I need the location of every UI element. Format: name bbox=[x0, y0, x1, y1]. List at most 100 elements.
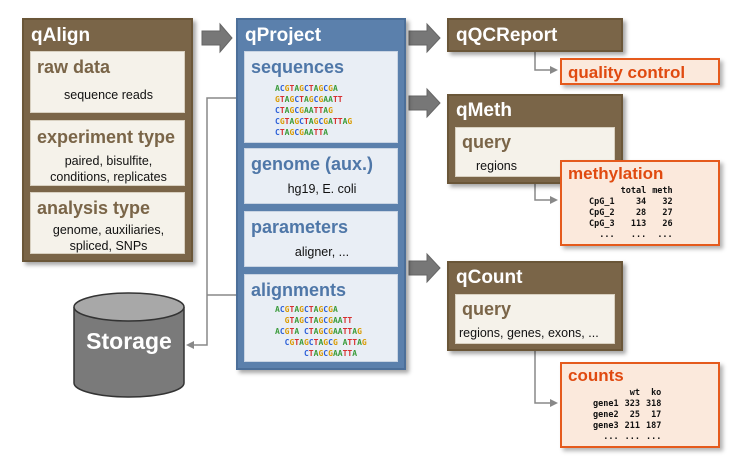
sequences-list: ACGTAGCTAGCGA GTAGCTAGCGAATT CTAGCGAATTAG C… bbox=[275, 83, 352, 138]
experiment-type-line-2: conditions, replicates bbox=[50, 170, 167, 184]
qproject-box: qProject sequences ACGTAGCTAGCGA GTAGCTAG… bbox=[236, 18, 406, 370]
alignment-line-4: CGTAGCTAGCG ATTAG bbox=[284, 338, 367, 347]
methylation-title: methylation bbox=[568, 164, 664, 183]
experiment-type-heading: experiment type bbox=[37, 127, 176, 147]
sequence-line-5: CTAGCGAATTA bbox=[275, 128, 329, 137]
methylation-row: ......... bbox=[586, 230, 676, 241]
counts-title: counts bbox=[568, 366, 624, 385]
qproject-title: qProject bbox=[245, 25, 322, 46]
counts-cell: 211 bbox=[624, 421, 640, 431]
quality-control-label: quality control bbox=[568, 63, 686, 82]
methylation-cell: 27 bbox=[662, 208, 673, 218]
qalign-box: qAlign raw data sequence reads experimen… bbox=[22, 18, 193, 262]
alignment-line-2: GTAGCTAGCGAATT bbox=[284, 316, 353, 325]
alignment-line-1: ACGTAGCTAGCGA bbox=[275, 305, 338, 314]
methylation-row: CpG_1 34 32 bbox=[586, 197, 676, 208]
counts-header-cell bbox=[590, 388, 622, 399]
counts-row: ......... bbox=[590, 432, 664, 443]
arrow-qproject-qcount bbox=[408, 252, 441, 284]
sequence-line-1: ACGTAGCTAGCGA bbox=[275, 84, 338, 93]
qcount-query-text: regions, genes, exons, ... bbox=[459, 326, 599, 340]
qmeth-title: qMeth bbox=[456, 100, 512, 121]
alignments-heading: alignments bbox=[251, 280, 347, 300]
analysis-type-line-1: genome, auxiliaries, bbox=[52, 223, 165, 237]
counts-cell: gene2 bbox=[593, 410, 619, 420]
qcount-query-heading: query bbox=[462, 299, 512, 319]
meth-arrowhead bbox=[550, 196, 558, 204]
counts-cell: gene3 bbox=[593, 421, 619, 431]
parameters-text: aligner, ... bbox=[294, 245, 350, 259]
methylation-cell: ... bbox=[630, 230, 647, 240]
meth-connector bbox=[534, 183, 552, 201]
methylation-header-cell: meth bbox=[652, 186, 673, 196]
sequences-heading: sequences bbox=[251, 57, 345, 77]
methylation-cell: CpG_3 bbox=[589, 219, 615, 229]
raw-data-heading: raw data bbox=[37, 57, 111, 77]
qmeth-query-text: regions bbox=[476, 159, 517, 173]
qalign-raw-data-panel: raw data sequence reads bbox=[30, 51, 185, 113]
methylation-cell: 28 bbox=[635, 208, 647, 218]
qc-arrowhead bbox=[550, 66, 558, 74]
methylation-header-cell bbox=[586, 186, 618, 197]
qcount-title: qCount bbox=[456, 267, 523, 288]
sequence-line-4: CGTAGCTAGCGATTAG bbox=[275, 117, 353, 126]
parameters-panel: parameters aligner, ... bbox=[244, 211, 398, 267]
experiment-type-line-1: paired, bisulfite, bbox=[64, 154, 153, 168]
sequence-line-3: CTAGCGAATTAG bbox=[275, 106, 333, 115]
arrow-qproject-qqcreport bbox=[408, 22, 441, 54]
methylation-header-cell: total bbox=[620, 186, 647, 196]
methylation-row: CpG_2 28 27 bbox=[586, 208, 676, 219]
methylation-cell: CpG_1 bbox=[589, 197, 615, 207]
qalign-title: qAlign bbox=[31, 25, 91, 46]
arrow-qalign-qproject bbox=[201, 22, 233, 54]
qalign-analysis-type-panel: analysis type genome, auxiliaries, splic… bbox=[30, 192, 185, 254]
storage-label: Storage bbox=[86, 328, 172, 354]
qmeth-query-heading: query bbox=[462, 132, 512, 152]
counts-cell: 17 bbox=[651, 410, 662, 420]
counts-cell: 323 bbox=[624, 399, 640, 409]
methylation-cell: ... bbox=[599, 230, 615, 240]
counts-cell: 25 bbox=[629, 410, 640, 420]
qqcreport-box: qQCReport bbox=[447, 18, 623, 52]
qc-connector bbox=[534, 50, 552, 71]
qalign-experiment-type-panel: experiment type paired, bisulfite, condi… bbox=[30, 120, 185, 186]
counts-cell: gene1 bbox=[593, 399, 619, 409]
storage-arrowhead bbox=[186, 341, 194, 349]
analysis-type-line-2: spliced, SNPs bbox=[69, 239, 148, 253]
methylation-cell: 34 bbox=[635, 197, 647, 207]
qcount-box: qCount query regions, genes, exons, ... bbox=[447, 261, 623, 351]
arrow-qproject-qmeth bbox=[408, 87, 441, 119]
storage-cylinder bbox=[73, 292, 185, 398]
qmeth-box: qMeth query regions bbox=[447, 94, 623, 184]
qqcreport-title: qQCReport bbox=[456, 25, 558, 46]
counts-row: gene3 211 187 bbox=[590, 421, 664, 432]
parameters-heading: parameters bbox=[251, 217, 349, 237]
qcount-query-panel: query regions, genes, exons, ... bbox=[455, 294, 615, 344]
methylation-cell: 26 bbox=[662, 219, 673, 229]
counts-row: gene1 323 318 bbox=[590, 399, 664, 410]
sequence-line-2: GTAGCTAGCGAATT bbox=[275, 95, 343, 104]
count-connector bbox=[534, 350, 552, 404]
methylation-cell: 113 bbox=[630, 219, 647, 229]
analysis-type-heading: analysis type bbox=[37, 198, 151, 218]
methylation-cell: CpG_2 bbox=[589, 208, 615, 218]
methylation-cell: 32 bbox=[662, 197, 673, 207]
counts-cell: ... bbox=[645, 432, 662, 442]
methylation-header-row: total meth bbox=[586, 186, 676, 197]
genome-panel: genome (aux.) hg19, E. coli bbox=[244, 148, 398, 204]
counts-cell: 187 bbox=[645, 421, 662, 431]
storage-connector bbox=[192, 97, 236, 346]
sequences-panel: sequences ACGTAGCTAGCGA GTAGCTAGCGAATT CTA… bbox=[244, 51, 398, 143]
genome-text: hg19, E. coli bbox=[287, 182, 357, 196]
counts-cell: 318 bbox=[645, 399, 662, 409]
methylation-cell: ... bbox=[657, 230, 673, 240]
counts-cell: ... bbox=[603, 432, 619, 442]
alignment-line-5: CTAGCGAATTA bbox=[303, 349, 358, 358]
